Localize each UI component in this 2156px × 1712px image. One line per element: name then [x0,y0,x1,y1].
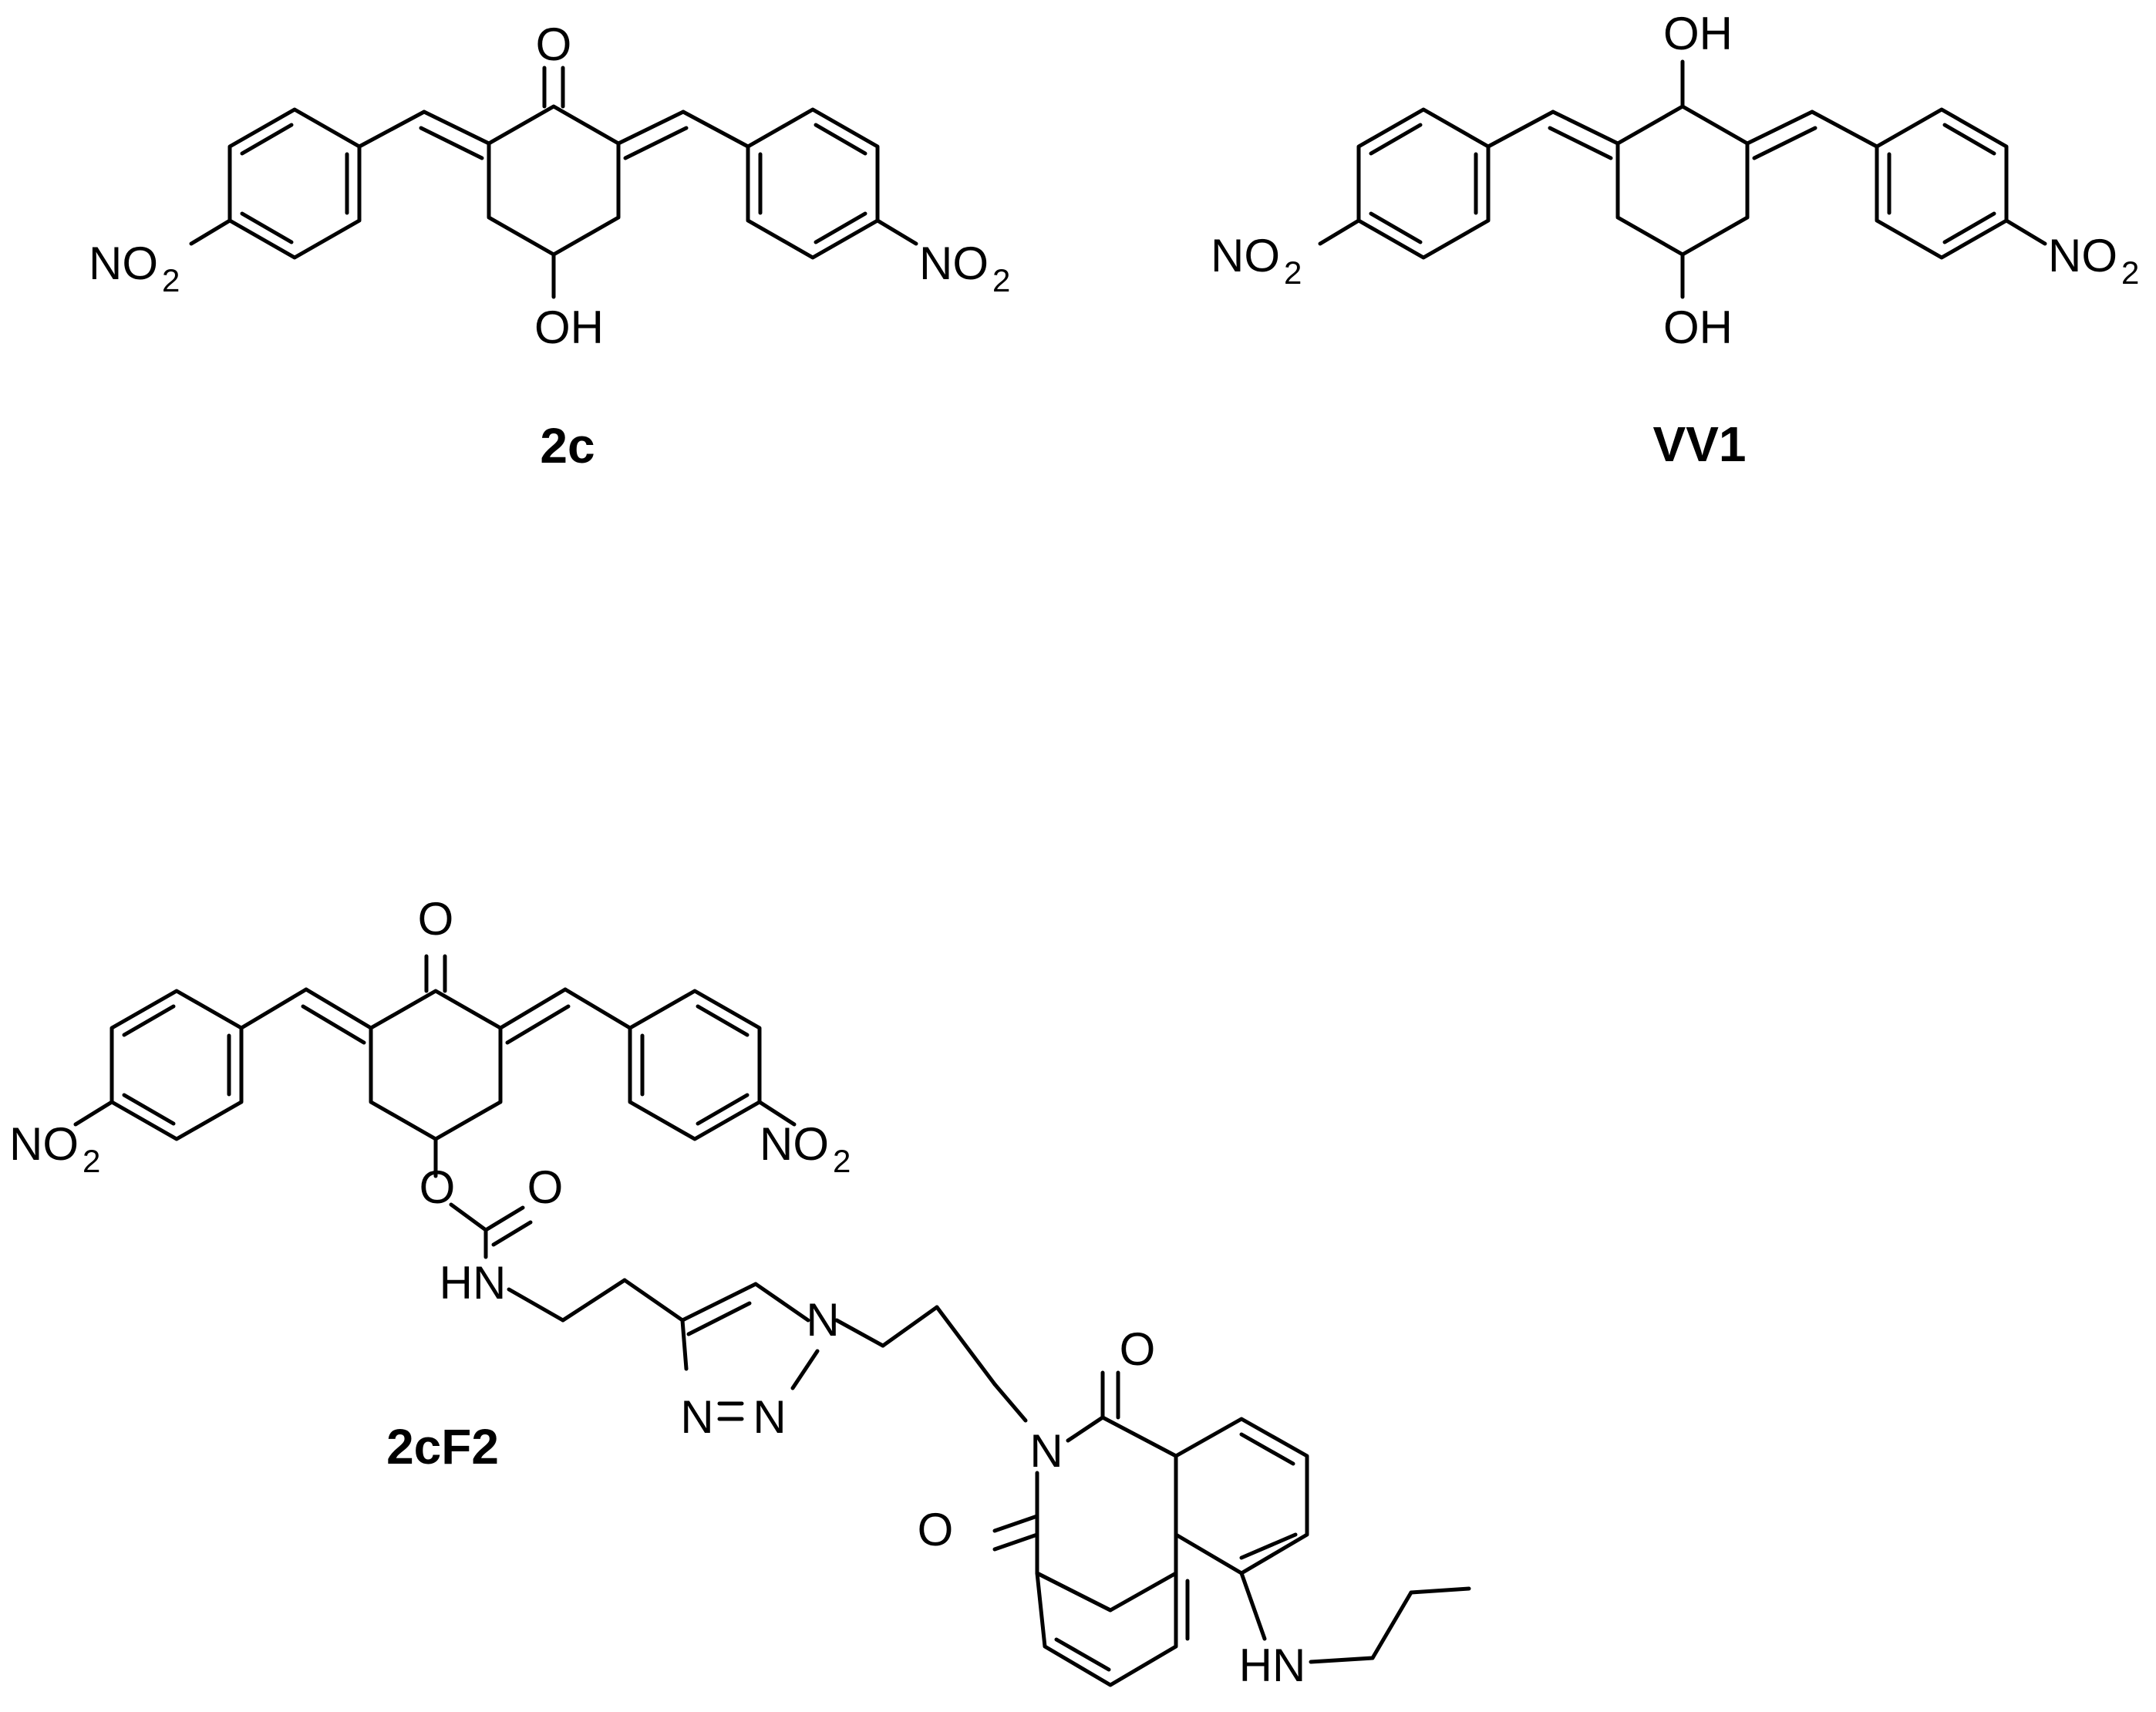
vv1-hydroxyl-bottom: OH [1663,302,1733,353]
nitro-subscript: 2 [2121,254,2139,291]
2cf2-carbonyl-oxygen: O [418,893,454,945]
2cf2-triazole-n1: N [806,1294,839,1346]
nitro-subscript: 2 [83,1143,100,1179]
2c-carbonyl-oxygen: O [536,19,572,70]
2cf2-nitro-right: NO 2 [760,1118,851,1179]
2cf2-carbamate-nh: HN [440,1257,507,1309]
nitro-subscript: 2 [1284,254,1302,291]
compound-2c: O OH NO 2 NO 2 2c [89,19,1010,473]
nitro-subscript: 2 [992,262,1010,298]
nitro-subscript: 2 [833,1143,851,1179]
2cf2-imide-oxygen-left: O [918,1504,954,1555]
2cf2-triazole-n3: N [680,1391,713,1443]
nitro-prefix: NO [1211,230,1280,281]
nitro-prefix: NO [919,238,989,289]
compound-2cf2: O NO 2 NO 2 O O HN N N N N O O HN 2cF2 [9,893,1471,1691]
2c-hydroxyl: OH [534,302,604,353]
2cf2-imide-nitrogen: N [1029,1425,1063,1477]
2cf2-imide-oxygen-top: O [1120,1323,1156,1375]
2cf2-propylamine-nh: HN [1239,1640,1306,1691]
2cf2-nitro-left: NO 2 [9,1118,100,1179]
vv1-nitro-left: NO 2 [1211,230,1302,291]
vv1-nitro-right: NO 2 [2048,230,2139,291]
2c-nitro-left: NO 2 [89,238,180,298]
nitro-prefix: NO [760,1118,829,1170]
compound-vv1: OH OH NO 2 NO 2 VV1 [1211,8,2139,472]
compound-label-2cf2: 2cF2 [386,1419,499,1474]
compound-label-vv1: VV1 [1653,416,1747,472]
compound-vv1-bonds [1318,59,2047,299]
nitro-prefix: NO [2048,230,2117,281]
nitro-subscript: 2 [162,262,180,298]
compound-2c-bonds [189,66,918,299]
compound-label-2c: 2c [540,418,595,473]
nitro-prefix: NO [9,1118,79,1170]
compound-2cf2-bonds [73,954,1471,1687]
2cf2-triazole-n2: N [753,1391,786,1443]
2c-nitro-right: NO 2 [919,238,1010,298]
2cf2-ester-oxygen: O [419,1161,456,1213]
nitro-prefix: NO [89,238,158,289]
2cf2-carbamate-oxygen: O [527,1161,564,1213]
vv1-hydroxyl-top: OH [1663,8,1733,59]
